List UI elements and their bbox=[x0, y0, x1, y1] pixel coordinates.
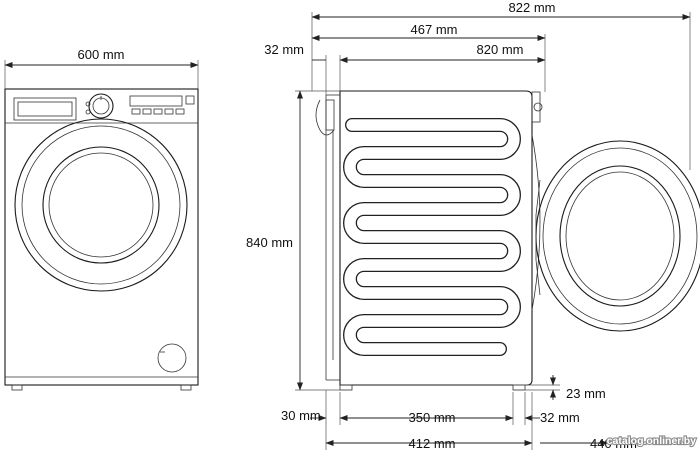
dim-840 bbox=[295, 90, 340, 391]
label-822: 822 mm bbox=[509, 0, 556, 15]
side-feet bbox=[339, 384, 526, 391]
rear-hose-connector bbox=[315, 99, 335, 136]
label-412: 412 mm bbox=[409, 436, 456, 451]
side-front-panel bbox=[531, 91, 543, 311]
dim-30-350-32 bbox=[310, 390, 540, 450]
label-32-bottom: 32 mm bbox=[540, 410, 580, 425]
detergent-drawer bbox=[13, 97, 77, 121]
dim-412 bbox=[325, 392, 533, 450]
control-panel-display bbox=[129, 95, 195, 115]
label-23: 23 mm bbox=[566, 386, 606, 401]
program-knob bbox=[85, 93, 114, 119]
side-view bbox=[315, 90, 700, 391]
label-30: 30 mm bbox=[281, 408, 321, 423]
label-350: 350 mm bbox=[409, 410, 456, 425]
dim-820 bbox=[312, 55, 546, 95]
open-door bbox=[535, 140, 700, 332]
front-feet bbox=[11, 384, 192, 391]
label-440: 440 mm bbox=[590, 436, 637, 451]
dim-467 bbox=[311, 34, 546, 92]
dim-600 bbox=[4, 60, 199, 89]
front-cabinet bbox=[4, 88, 199, 386]
front-view bbox=[4, 88, 199, 391]
label-840: 840 mm bbox=[246, 235, 293, 250]
filter-hatch bbox=[157, 343, 187, 373]
watermark: catalog.onliner.by bbox=[607, 435, 696, 447]
serpentine-heat-pipe bbox=[343, 118, 521, 356]
label-467: 467 mm bbox=[411, 22, 458, 37]
label-32-top: 32 mm bbox=[264, 42, 304, 57]
dim-822 bbox=[311, 12, 691, 170]
front-door bbox=[14, 118, 188, 292]
label-600: 600 mm bbox=[78, 47, 125, 62]
dim-23 bbox=[513, 375, 560, 400]
label-820: 820 mm bbox=[477, 42, 524, 57]
